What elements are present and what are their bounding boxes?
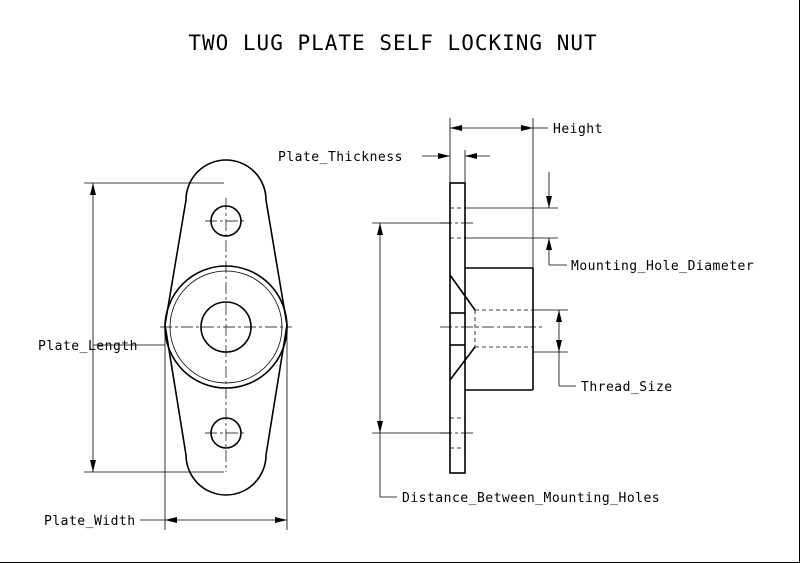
arrowhead <box>438 153 450 159</box>
front-view <box>160 159 292 496</box>
arrowhead <box>465 153 477 159</box>
arrowhead <box>377 223 383 235</box>
arrowhead <box>90 460 96 472</box>
thread-size-dimension <box>533 309 576 387</box>
plate-width-label: Plate_Width <box>44 514 136 529</box>
hole-distance-label: Distance_Between_Mounting_Holes <box>402 491 660 506</box>
drawing-title: TWO LUG PLATE SELF LOCKING NUT <box>188 31 597 55</box>
arrowhead <box>521 125 533 131</box>
thread-size-label: Thread_Size <box>581 380 673 395</box>
plate-outline <box>164 159 288 496</box>
arrowhead <box>165 517 177 523</box>
side-view <box>440 182 545 474</box>
hole-distance-dimension <box>372 222 450 498</box>
plate-length-dimension <box>84 182 224 473</box>
arrowhead <box>546 196 552 208</box>
chamfer-top <box>449 274 476 311</box>
plate-width-dimension <box>140 325 288 530</box>
arrowhead <box>556 340 562 352</box>
arrowhead <box>377 421 383 433</box>
plate-thickness-dimension <box>422 150 490 183</box>
arrowhead <box>275 517 287 523</box>
arrowhead <box>90 183 96 195</box>
arrowhead <box>546 238 552 250</box>
plate-thickness-label: Plate_Thickness <box>278 150 403 165</box>
height-dimension <box>449 118 548 268</box>
plate-length-label: Plate_Length <box>38 339 138 354</box>
arrowhead <box>450 125 462 131</box>
mounting-hole-diameter-dimension <box>465 172 567 266</box>
height-label: Height <box>553 122 603 137</box>
chamfer-bottom <box>449 346 476 381</box>
plate-side <box>449 182 466 474</box>
mounting-hole-diameter-label: Mounting_Hole_Diameter <box>571 259 754 274</box>
arrowhead <box>556 310 562 322</box>
